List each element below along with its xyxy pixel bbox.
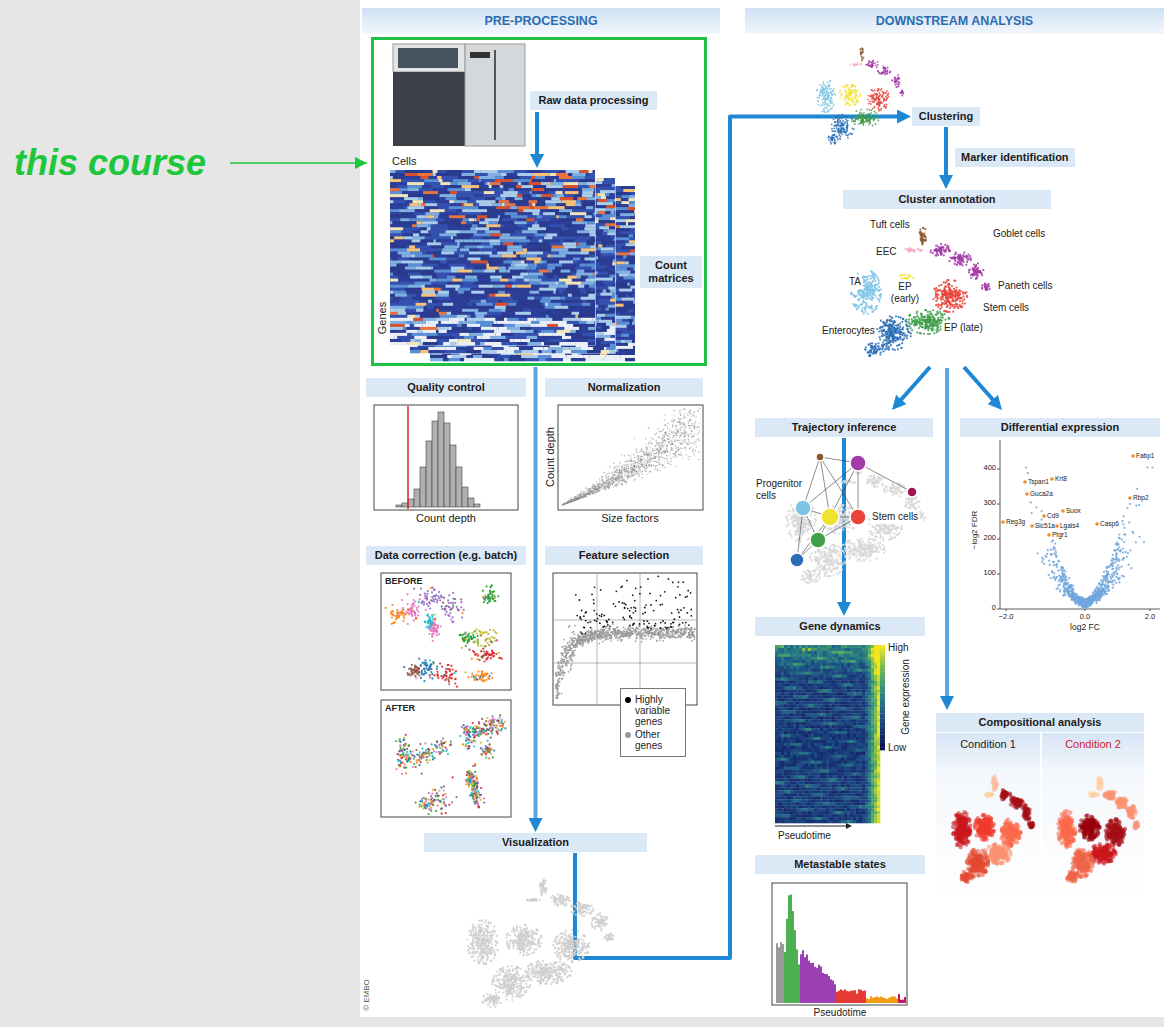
page: PRE-PROCESSINGDOWNSTREAM ANALYSISCellsGe…	[0, 0, 1164, 1027]
